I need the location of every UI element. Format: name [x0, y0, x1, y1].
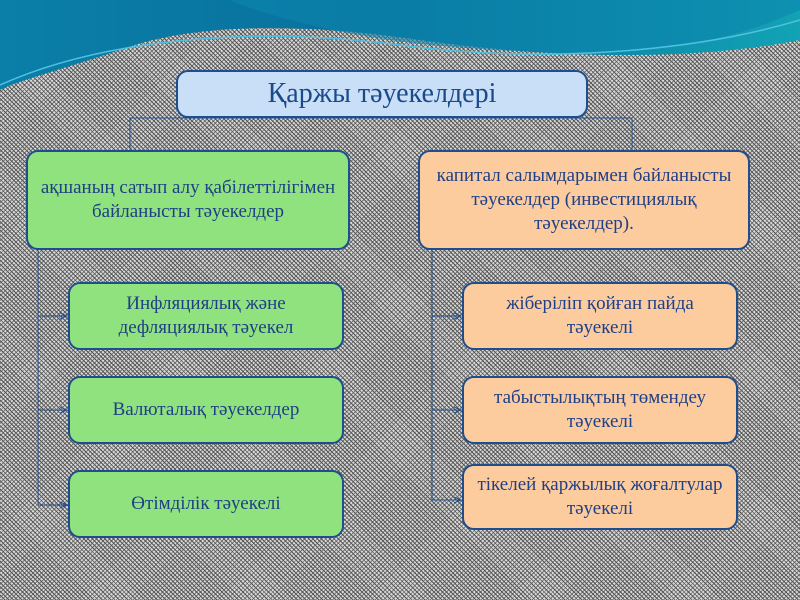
left-child-node: Өтімділік тәуекелі: [68, 470, 344, 538]
root-node: Қаржы тәуекелдері: [176, 70, 588, 118]
right-child-node: жіберіліп қойған пайда тәуекелі: [462, 282, 738, 350]
left-child-node: Валюталық тәуекелдер: [68, 376, 344, 444]
left-child-node: Инфляциялық және дефляциялық тәуекел: [68, 282, 344, 350]
right-child-node: тікелей қаржылық жоғалтулар тәуекелі: [462, 464, 738, 530]
right-child-node: табыстылықтың төмендеу тәуекелі: [462, 376, 738, 444]
right-category-node: капитал салымдарымен байланысты тәуекелд…: [418, 150, 750, 250]
left-category-node: ақшаның сатып алу қабілеттілігімен байла…: [26, 150, 350, 250]
